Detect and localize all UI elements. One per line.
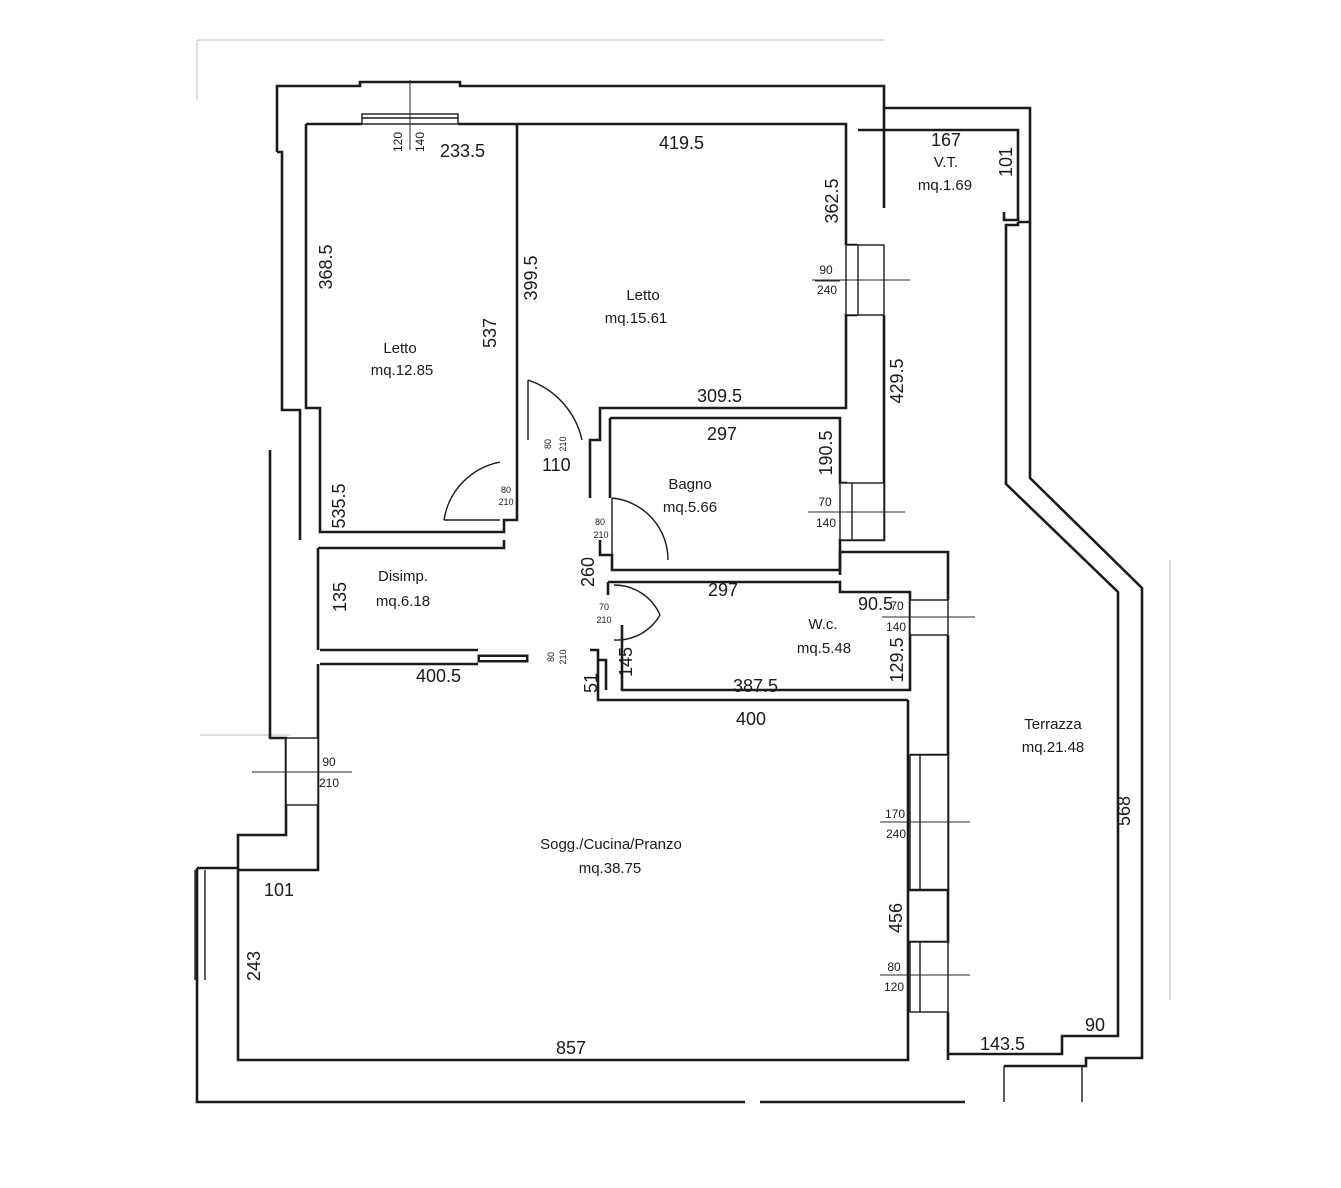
dimension-label: 362.5 [822, 178, 842, 223]
opening-label: 170 [885, 807, 905, 821]
opening-label: 140 [886, 620, 906, 634]
opening-label: 70 [599, 602, 609, 612]
opening-label: 90 [322, 755, 336, 769]
opening-label: 80 [887, 960, 901, 974]
opening-label: 210 [596, 615, 611, 625]
opening-label: 120 [884, 980, 904, 994]
opening-label: 210 [593, 530, 608, 540]
dimension-label: 399.5 [521, 255, 541, 300]
dimension-label: 309.5 [697, 386, 742, 406]
room-name: Terrazza [1024, 716, 1082, 733]
dimension-label: 190.5 [816, 430, 836, 475]
outer-walls [194, 80, 1032, 1104]
room-name: Letto [626, 287, 659, 304]
opening-label: 210 [558, 649, 568, 664]
dimension-label: 297 [708, 580, 738, 600]
dimension-label: 419.5 [659, 133, 704, 153]
dimension-label: 145 [616, 647, 636, 677]
opening-label: 120 [391, 132, 405, 152]
room-name: Letto [383, 340, 416, 357]
room-area: mq.6.18 [376, 593, 430, 610]
dimension-label: 400.5 [416, 666, 461, 686]
room-name: Disimp. [378, 568, 428, 585]
opening-label: 210 [319, 776, 339, 790]
opening-label: 240 [817, 283, 837, 297]
room-name: V.T. [934, 154, 958, 171]
opening-label: 70 [890, 599, 904, 613]
room-labels: Letto mq.12.85 Letto mq.15.61 V.T. mq.1.… [371, 154, 1085, 877]
opening-label: 80 [546, 652, 556, 662]
room-area: mq.1.69 [918, 177, 972, 194]
dimension-label: 857 [556, 1038, 586, 1058]
opening-label: 80 [501, 485, 511, 495]
dimension-label: 535.5 [329, 483, 349, 528]
dimension-label: 143.5 [980, 1034, 1025, 1054]
opening-label: 240 [886, 827, 906, 841]
dimension-label: 90 [1085, 1015, 1105, 1035]
opening-labels: 120 140 90 240 70 140 70 140 90 210 170 … [319, 132, 906, 994]
dimension-label: 243 [244, 951, 264, 981]
opening-label: 70 [818, 495, 832, 509]
room-area: mq.15.61 [605, 310, 668, 327]
dimension-label: 110 [542, 455, 571, 475]
opening-label: 80 [543, 439, 553, 449]
room-name: W.c. [808, 616, 837, 633]
dimension-label: 135 [330, 582, 350, 612]
opening-label: 80 [595, 517, 605, 527]
room-name: Bagno [668, 476, 711, 493]
scan-artifacts [196, 39, 1171, 1000]
opening-label: 210 [558, 436, 568, 451]
interior-walls [318, 108, 1144, 1102]
dimension-label: 568 [1114, 796, 1134, 826]
dimension-label: 456 [886, 903, 906, 933]
dimension-label: 51 [581, 673, 601, 693]
dimension-label: 90.5 [858, 594, 893, 614]
room-area: mq.5.66 [663, 499, 717, 516]
room-name: Sogg./Cucina/Pranzo [540, 836, 682, 853]
dimension-label: 101 [996, 147, 1016, 177]
opening-label: 140 [816, 516, 836, 530]
dimension-label: 260 [578, 557, 598, 587]
dimension-label: 429.5 [887, 358, 907, 403]
dimension-label: 101 [264, 880, 294, 900]
dimension-label: 537 [480, 318, 500, 348]
dimension-label: 368.5 [316, 244, 336, 289]
opening-label: 90 [819, 263, 833, 277]
opening-label: 140 [413, 132, 427, 152]
room-area: mq.21.48 [1022, 739, 1085, 756]
opening-label: 210 [498, 497, 513, 507]
dimension-labels: 233.5 419.5 167 101 368.5 537 399.5 362.… [244, 130, 1134, 1058]
dimension-label: 297 [707, 424, 737, 444]
room-area: mq.12.85 [371, 362, 434, 379]
dimension-label: 129.5 [887, 637, 907, 682]
dimension-label: 233.5 [440, 141, 485, 161]
door-swings [443, 379, 669, 641]
room-area: mq.5.48 [797, 640, 851, 657]
dimension-label: 387.5 [733, 676, 778, 696]
room-area: mq.38.75 [579, 860, 642, 877]
dimension-label: 167 [931, 130, 961, 150]
dimension-label: 400 [736, 709, 766, 729]
